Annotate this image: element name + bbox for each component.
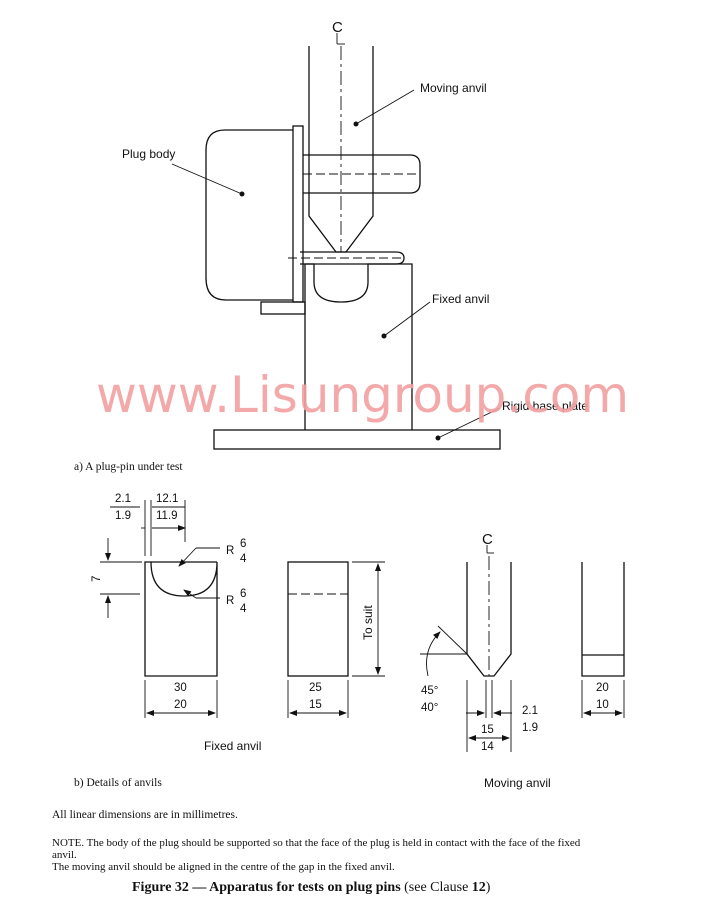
radius-2-max: 6: [240, 588, 246, 600]
dim-width-15-moving: 15: [481, 724, 494, 736]
subcaption-b: b) Details of anvils: [74, 777, 162, 789]
dim-width-20: 20: [174, 699, 187, 711]
note-line-2: The moving anvil should be aligned in th…: [52, 861, 395, 873]
subcaption-a: a) A plug-pin under test: [74, 461, 183, 473]
assembly-view: C Moving anvil Plug body: [74, 19, 588, 473]
centreline-symbol-bottom: C: [482, 531, 493, 548]
dim-12-1: 12.1: [156, 493, 178, 505]
dim-tip-1-9: 1.9: [522, 722, 538, 734]
to-suit-label: To suit: [361, 605, 375, 640]
fixed-anvil-assembly: [304, 263, 413, 430]
fixed-anvil-detail-2: To suit 25 15: [287, 561, 385, 718]
plug-body: [205, 125, 421, 315]
angle-45: 45°: [421, 685, 438, 697]
radius-1-max: 6: [240, 538, 246, 550]
figure-ref-suffix: ): [486, 880, 491, 895]
dim-width-30: 30: [174, 682, 187, 694]
rigid-base-plate: [213, 429, 501, 450]
watermark-text: www.Lisungroup.com: [96, 366, 629, 424]
plug-body-label: Plug body: [122, 147, 175, 161]
moving-anvil-caption: Moving anvil: [484, 776, 551, 790]
radius-1-r: R: [226, 545, 234, 557]
fixed-anvil-label: Fixed anvil: [432, 292, 489, 306]
note-line-1b: anvil.: [52, 849, 77, 861]
angle-40: 40°: [421, 702, 438, 714]
figure-title: Figure 32 — Apparatus for tests on plug …: [132, 880, 401, 895]
rigid-base-plate-label: Rigid base plate: [502, 399, 588, 413]
fixed-anvil-detail-1: 2.1 1.9 12.1 11.9 7 R 6 4 R 6 4 30 2: [91, 493, 247, 718]
moving-anvil-assembly: [308, 46, 374, 253]
figure-caption: Figure 32 — Apparatus for tests on plug …: [132, 880, 491, 895]
dim-1-9: 1.9: [115, 510, 131, 522]
dim-tip-2-1: 2.1: [522, 705, 538, 717]
radius-2-min: 4: [240, 603, 247, 615]
dim-2-1: 2.1: [115, 493, 131, 505]
dim-width-25: 25: [309, 682, 322, 694]
figure-ref-number: 12: [472, 880, 486, 895]
dim-width-10: 10: [596, 699, 609, 711]
units-note: All linear dimensions are in millimetres…: [52, 809, 238, 821]
dim-width-20-moving: 20: [596, 682, 609, 694]
fixed-anvil-caption: Fixed anvil: [204, 739, 261, 753]
moving-anvil-detail-2: 20 10: [581, 562, 625, 718]
dim-width-14: 14: [481, 741, 494, 753]
radius-2-r: R: [226, 595, 234, 607]
moving-anvil-label: Moving anvil: [420, 81, 487, 95]
dim-width-15: 15: [309, 699, 322, 711]
moving-anvil-detail-1: C 45° 40° 2.1 1.9 15 14: [420, 531, 538, 753]
note-line-1: NOTE. The body of the plug should be sup…: [52, 837, 581, 849]
dim-11-9: 11.9: [156, 510, 178, 522]
dim-depth-7: 7: [91, 576, 103, 582]
centreline-symbol-top: C: [332, 19, 343, 36]
radius-1-min: 4: [240, 553, 247, 565]
figure-ref-prefix: (see Clause: [404, 880, 472, 895]
